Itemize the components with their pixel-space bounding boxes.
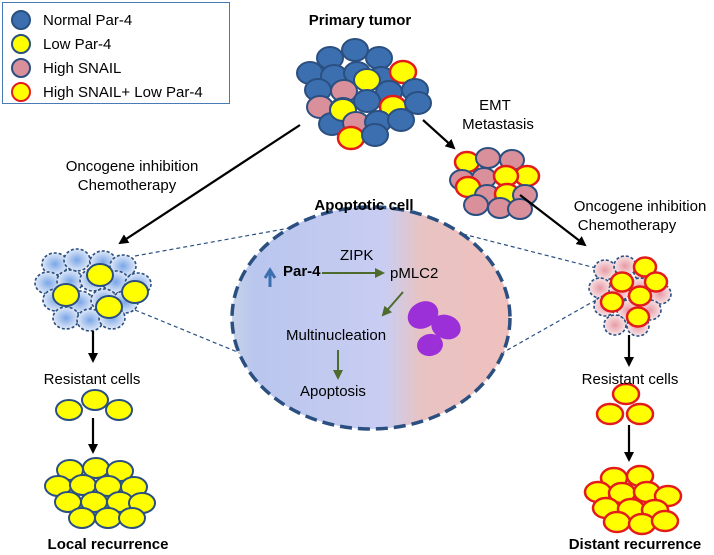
cell [361,123,389,147]
emt-label: EMT [479,97,511,114]
legend-item-normal-par4: Normal Par-4 [11,9,132,31]
cell [388,59,418,85]
cell [365,46,393,70]
metastasis-label: Metastasis [462,116,534,133]
pathway-arrows [263,267,404,380]
cell [625,402,655,426]
pmlc2-label: pMLC2 [390,265,439,282]
cell [603,314,627,336]
right-resistant-cells [595,382,655,426]
cell [602,510,632,534]
multinucleated-nuclei [407,301,461,357]
metastasis-cluster [449,147,541,220]
local-recurrence-label: Local recurrence [47,536,169,553]
left-resistant-cells [55,389,133,421]
cell [387,108,415,132]
left-resistant-label: Resistant cells [43,371,141,388]
cell [650,509,680,533]
right-therapy-label-1: Oncogene inhibition [573,198,707,215]
cell [453,150,481,174]
primary-tumor-label: Primary tumor [308,12,412,29]
primary-tumor-cluster [296,38,432,151]
cell [625,306,651,328]
cell [463,194,489,216]
flow-arrows [88,119,634,462]
apoptotic-cell [230,205,512,431]
legend-swatch [11,58,31,78]
cell [595,402,625,426]
distant-recurrence-cluster [583,464,683,536]
cell [599,291,625,313]
apoptotic-cell-label: Apoptotic cell [314,197,414,214]
legend-label: High SNAIL [43,59,122,77]
cell [63,248,91,272]
cell [52,283,80,307]
legend-swatch [11,82,31,102]
legend-label: Low Par-4 [43,35,112,53]
legend-swatch [11,34,31,54]
cell [507,198,533,220]
legend-item-high-snail: High SNAIL [11,57,121,79]
cell [632,256,658,278]
zipk-label: ZIPK [340,247,374,264]
legend-item-high-snail-low-par4: High SNAIL+ Low Par-4 [11,81,203,103]
cell [86,263,114,287]
cell [404,91,432,115]
legend-swatch [11,10,31,30]
cell [121,280,149,304]
cell [52,306,80,330]
distant-recurrence-label: Distant recurrence [568,536,702,553]
cell [105,399,133,421]
right-therapy-label-2: Chemotherapy [577,217,677,234]
par4-label: Par-4 [283,263,321,280]
cell [81,389,109,411]
cell [611,382,641,406]
cell [627,285,653,307]
legend-item-low-par4: Low Par-4 [11,33,111,55]
cell [341,38,369,62]
cell [55,399,83,421]
left-therapy-label-1: Oncogene inhibition [65,158,199,175]
right-treated-cluster [588,255,672,337]
cell [68,507,96,529]
legend: Normal Par-4 Low Par-4 High SNAIL High S… [2,2,230,104]
cell [475,147,501,169]
apoptosis-label: Apoptosis [300,383,366,400]
cell [94,507,122,529]
local-recurrence-cluster [44,457,156,529]
right-resistant-label: Resistant cells [581,371,679,388]
left-treated-cluster [34,248,152,332]
cell [609,271,635,293]
cell [353,89,381,113]
cell [118,507,146,529]
cell [643,271,669,293]
cell [336,125,366,151]
legend-label: Normal Par-4 [43,11,133,29]
legend-label: High SNAIL+ Low Par-4 [43,83,203,101]
multinucleation-label: Multinucleation [286,327,387,344]
cell [627,512,657,536]
left-therapy-label-2: Chemotherapy [77,177,177,194]
cell [95,295,123,319]
